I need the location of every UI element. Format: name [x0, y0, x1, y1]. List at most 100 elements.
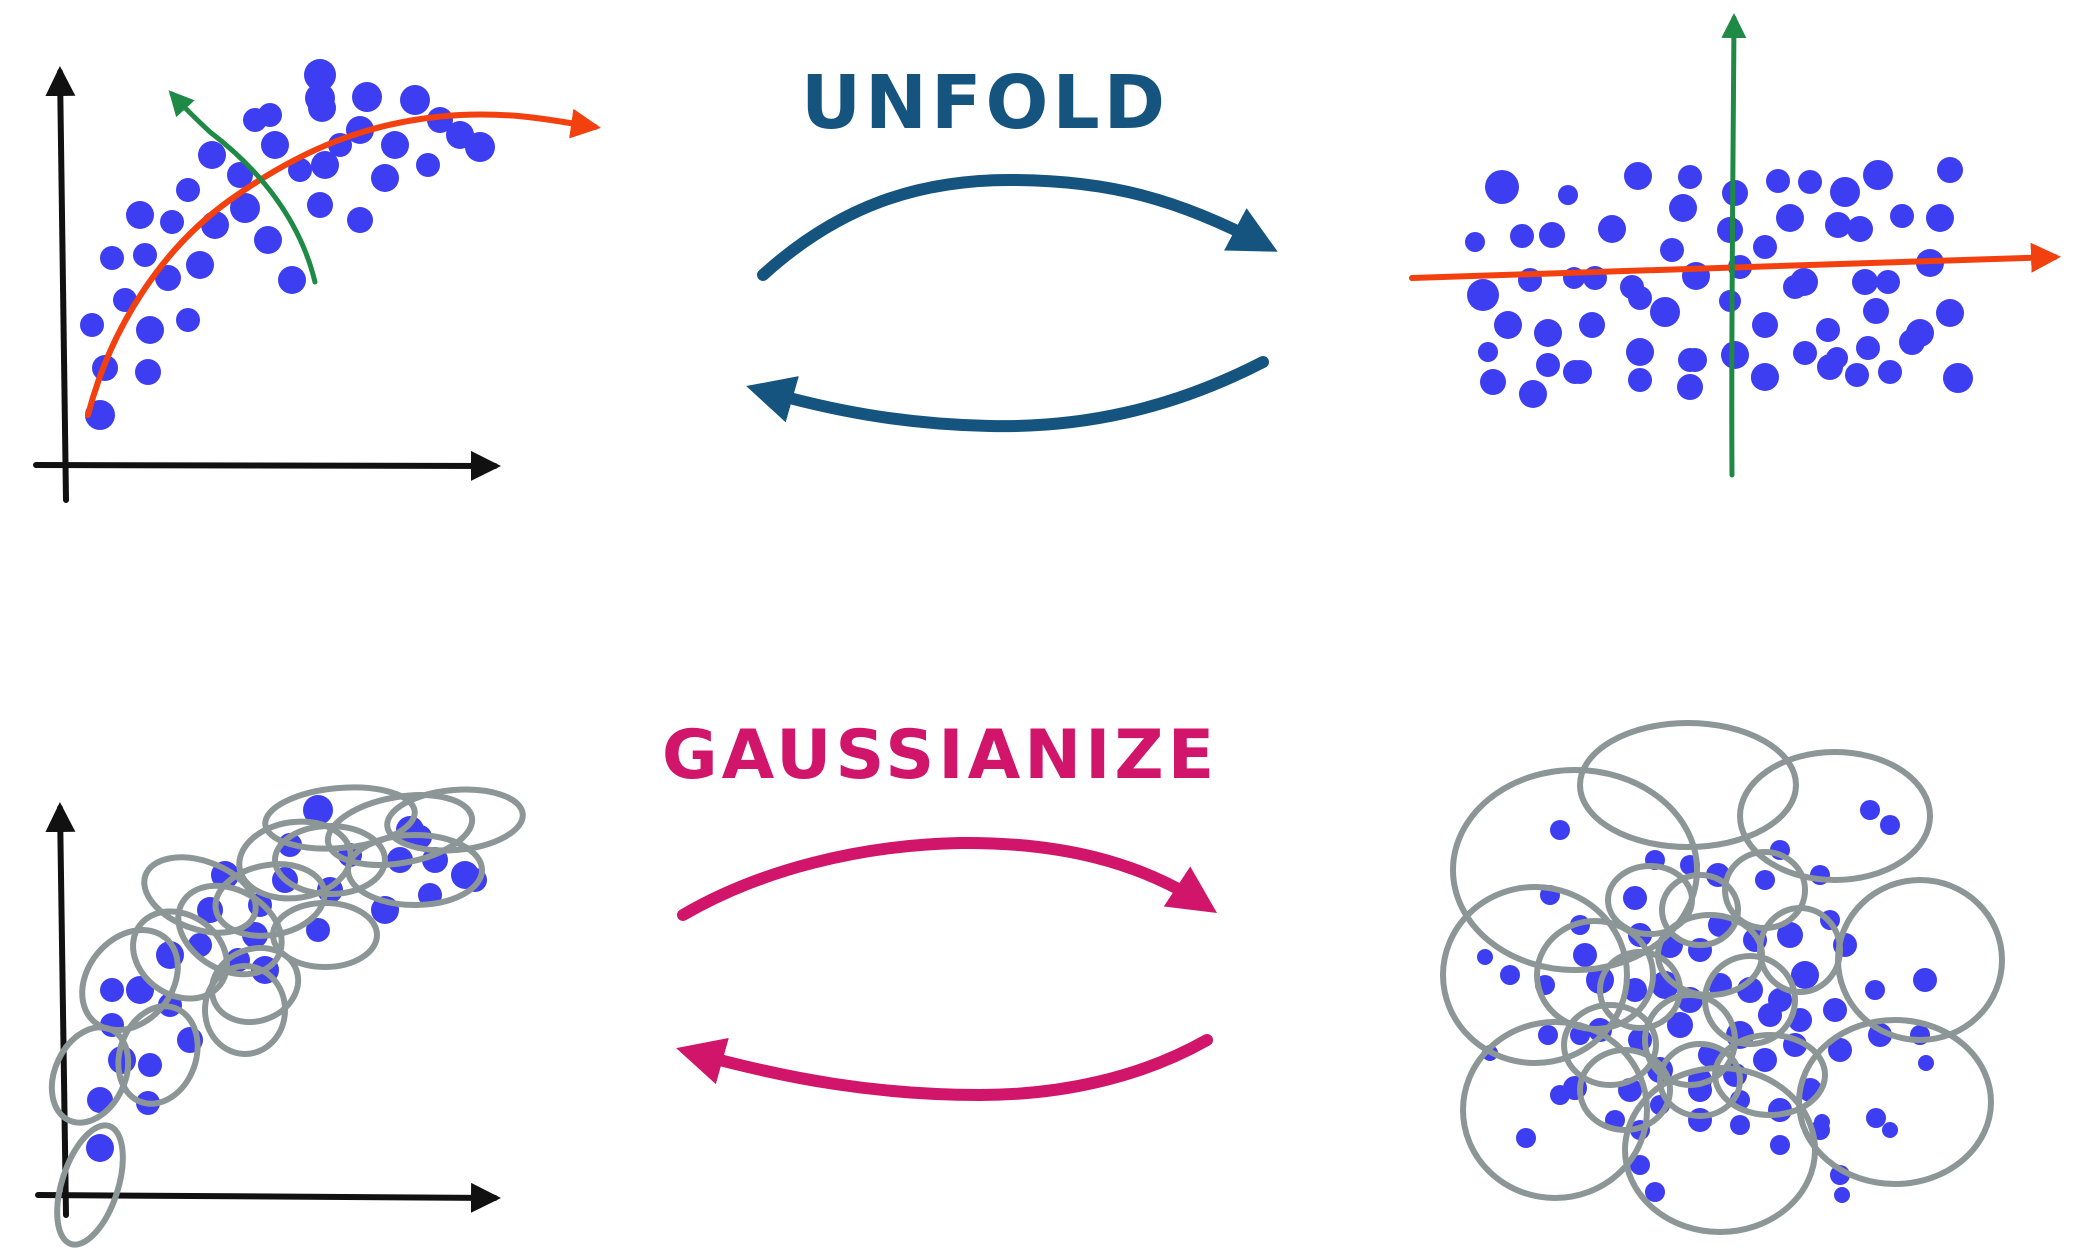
- data-point: [1770, 1135, 1790, 1155]
- data-point: [80, 313, 104, 337]
- gaussian-points: [1477, 800, 1937, 1203]
- data-point: [1645, 1182, 1665, 1202]
- data-point: [155, 265, 181, 291]
- data-point: [1790, 268, 1818, 296]
- data-point: [1791, 961, 1819, 989]
- data-point: [1845, 363, 1869, 387]
- data-point: [126, 201, 154, 229]
- data-point: [1598, 215, 1626, 243]
- local-ellipses-plot: [35, 784, 526, 1248]
- data-point: [100, 978, 124, 1002]
- data-point: [1816, 318, 1840, 342]
- data-point: [1650, 297, 1680, 327]
- data-point: [1485, 170, 1519, 204]
- data-point: [311, 151, 339, 179]
- data-point: [1766, 169, 1790, 193]
- gaussian-circle: [1835, 877, 2005, 1043]
- gaussian-circle: [1450, 767, 1700, 973]
- data-point: [1918, 1055, 1934, 1071]
- data-point: [1579, 312, 1605, 338]
- data-point: [1477, 949, 1493, 965]
- data-point: [1863, 298, 1889, 324]
- gaussianized-plot: [1440, 720, 2005, 1235]
- gaussian-circle: [1460, 1019, 1650, 1201]
- data-point: [416, 153, 440, 177]
- data-point: [1550, 820, 1570, 840]
- data-point: [1856, 336, 1880, 360]
- data-point: [176, 178, 200, 202]
- data-point: [1828, 1038, 1852, 1062]
- data-point: [1847, 216, 1873, 242]
- gaussian-circle: [1597, 949, 1683, 1031]
- data-point: [306, 918, 330, 942]
- data-point: [138, 1053, 162, 1077]
- data-point: [1906, 319, 1934, 347]
- data-point: [1677, 374, 1703, 400]
- gaussian-circle: [1737, 749, 1933, 883]
- data-point: [100, 246, 124, 270]
- data-point: [1798, 170, 1822, 194]
- data-point: [1721, 341, 1749, 369]
- data-point: [1852, 269, 1878, 295]
- secondary-curve: [168, 90, 318, 285]
- x-axis: [35, 1182, 501, 1213]
- unfold-label: UNFOLD: [801, 60, 1169, 146]
- y-axis: [45, 802, 76, 1218]
- data-point: [1628, 286, 1652, 310]
- local-ellipse: [208, 944, 302, 1026]
- data-point: [1936, 299, 1964, 327]
- data-point: [1937, 157, 1963, 183]
- data-point: [1550, 1085, 1570, 1105]
- data-point: [1536, 353, 1560, 377]
- local-ellipse: [202, 963, 288, 1057]
- data-point: [1860, 800, 1880, 820]
- gaussian-circle: [1561, 1002, 1659, 1088]
- data-point: [254, 226, 282, 254]
- data-point: [176, 308, 200, 332]
- data-point: [86, 1134, 114, 1162]
- data-point: [1753, 1048, 1777, 1072]
- gaussian-circle: [1659, 872, 1741, 948]
- data-point: [1758, 1003, 1782, 1027]
- horizontal-axis: [1409, 242, 2061, 281]
- data-point: [304, 59, 336, 91]
- data-point: [1626, 338, 1654, 366]
- data-point: [1534, 319, 1562, 347]
- data-point: [1519, 380, 1547, 408]
- local-ellipse: [345, 832, 485, 908]
- manifold-plot: [33, 59, 601, 503]
- data-point: [1539, 222, 1565, 248]
- data-point: [258, 103, 282, 127]
- data-point: [1876, 270, 1900, 294]
- local-ellipse: [79, 926, 181, 1034]
- data-point: [1926, 204, 1954, 232]
- vertical-axis: [1721, 13, 1747, 478]
- data-point: [1624, 162, 1652, 190]
- data-point: [1752, 312, 1778, 338]
- data-point: [1688, 1108, 1712, 1132]
- data-point: [1777, 922, 1803, 948]
- data-point: [1683, 348, 1707, 372]
- data-point: [1467, 279, 1499, 311]
- gaussian-circle: [1642, 992, 1738, 1088]
- data-point: [1878, 360, 1902, 384]
- data-point: [1500, 965, 1520, 985]
- data-point: [1943, 363, 1973, 393]
- gaussianize-backward-arrow: [676, 1034, 1213, 1102]
- data-point: [308, 94, 336, 122]
- gaussian-circles: [1440, 720, 2005, 1235]
- gaussianize-forward-arrow: [677, 836, 1218, 921]
- data-point: [381, 131, 409, 159]
- data-point: [1730, 1115, 1750, 1135]
- local-ellipse: [384, 786, 526, 854]
- manifold-points: [80, 59, 495, 430]
- data-point: [352, 82, 382, 112]
- data-point: [1558, 185, 1578, 205]
- data-point: [1834, 1187, 1850, 1203]
- data-point: [288, 158, 312, 182]
- data-point: [1890, 204, 1914, 228]
- principal-curve: [85, 108, 601, 418]
- data-point: [160, 210, 184, 234]
- data-point: [135, 359, 161, 385]
